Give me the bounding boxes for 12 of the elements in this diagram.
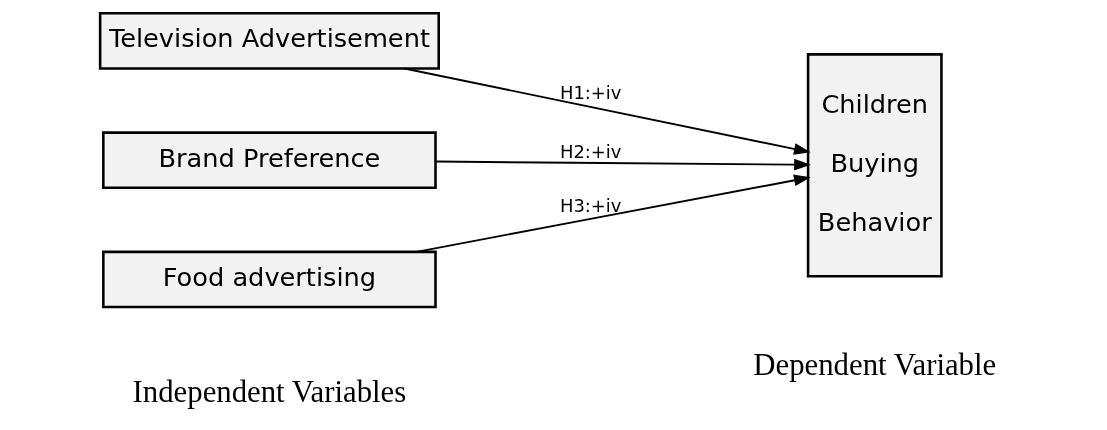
arrow [415,174,811,253]
node-box: Children Buying Behavior [806,53,943,278]
node-box: Television Advertisement [98,12,440,70]
edge-label: H1:+iv [559,81,622,103]
edge-label: H3:+iv [559,194,622,216]
arrow [403,67,811,155]
arrow [434,158,811,171]
node-box: Food advertising [102,250,437,309]
label: Independent Variables [132,374,407,409]
label: Dependent Variable [753,347,997,382]
node-box: Brand Preference [102,131,437,190]
edge-label: H2:+iv [559,140,622,162]
